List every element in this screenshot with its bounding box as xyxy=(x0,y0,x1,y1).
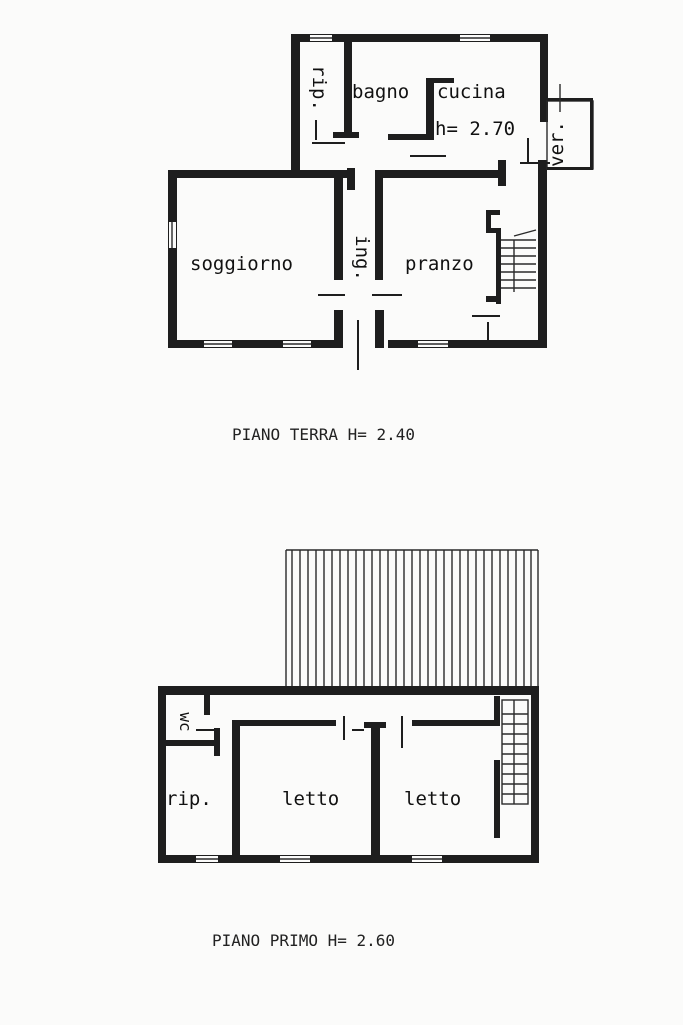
room-label-letto-left: letto xyxy=(282,788,339,810)
room-label-rip-first: rip. xyxy=(166,788,212,810)
room-label-rip: rip. xyxy=(308,65,330,111)
height-note: h= 2.70 xyxy=(435,118,515,140)
room-label-letto-right: letto xyxy=(404,788,461,810)
room-label-wc: wc xyxy=(176,712,195,731)
room-label-ing: ing. xyxy=(351,235,373,281)
room-label-bagno: bagno xyxy=(352,81,409,103)
room-label-soggiorno: soggiorno xyxy=(190,253,293,275)
first-floor-stairs xyxy=(501,699,529,805)
first-floor-plan: wc rip. letto letto xyxy=(158,549,539,863)
room-label-cucina: cucina xyxy=(437,81,506,103)
room-label-ver: ver. xyxy=(546,121,568,167)
ground-floor-stairs xyxy=(501,229,537,292)
room-label-pranzo: pranzo xyxy=(405,253,474,275)
roof-hatching xyxy=(285,549,539,688)
ground-floor-plan: rip. bagno cucina h= 2.70 ver. soggiorno… xyxy=(168,34,594,370)
first-floor-caption: PIANO PRIMO H= 2.60 xyxy=(212,931,395,950)
ground-floor-caption: PIANO TERRA H= 2.40 xyxy=(232,425,415,444)
